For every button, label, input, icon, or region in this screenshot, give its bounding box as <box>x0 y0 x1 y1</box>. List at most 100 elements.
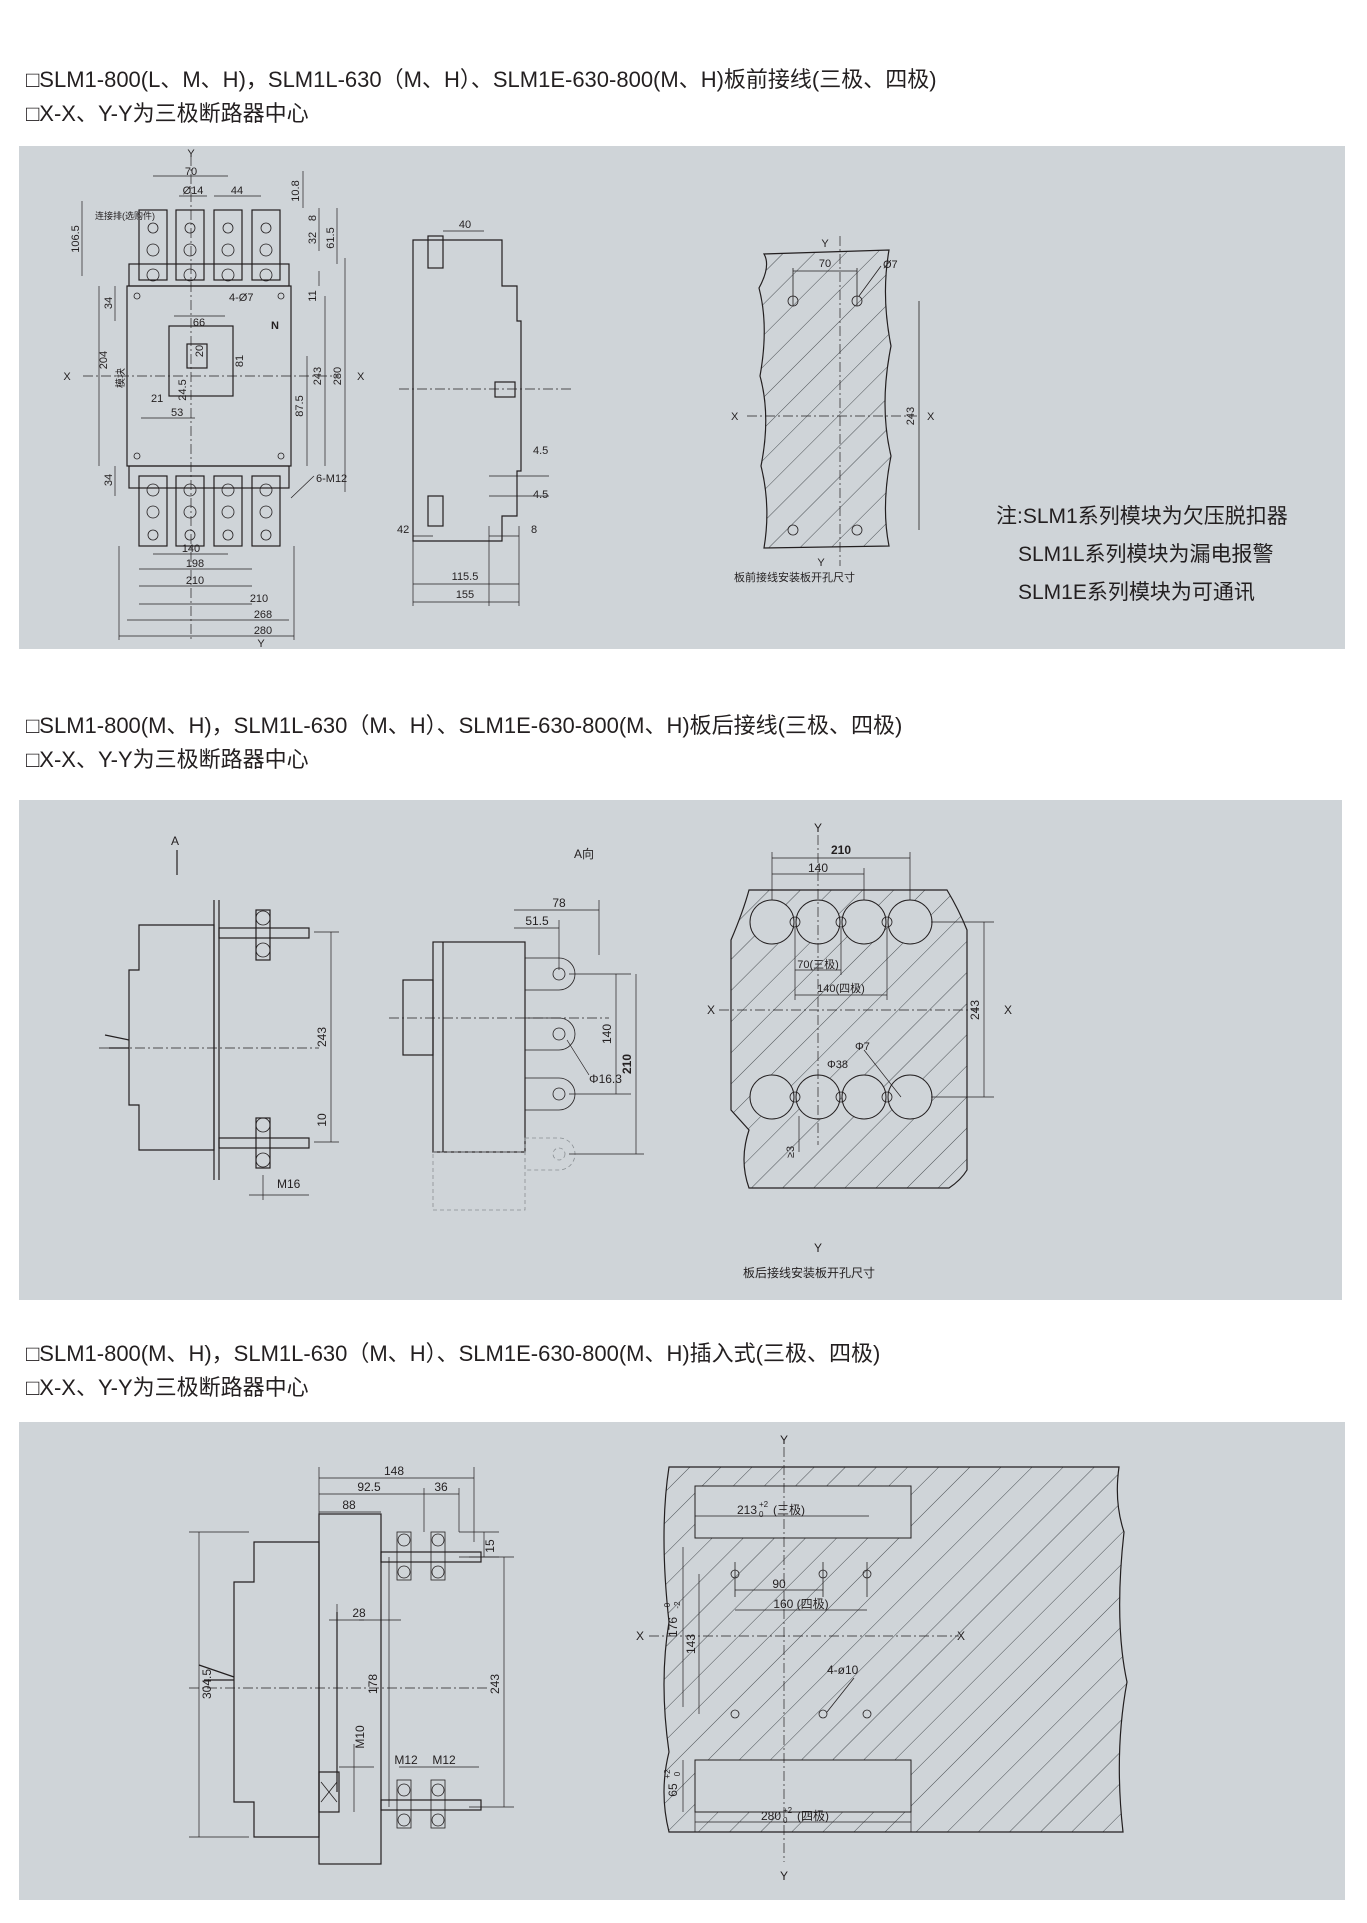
section-2-title: □SLM1-800(M、H)，SLM1L-630（M、H）、SLM1E-630-… <box>26 713 903 738</box>
module-notes: 注:SLM1系列模块为欠压脱扣器 SLM1L系列模块为漏电报警 SLM1E系列模… <box>996 498 1288 612</box>
note-2: SLM1L系列模块为漏电报警 <box>1018 543 1274 566</box>
front-x-left-label: X <box>63 371 71 383</box>
a-dim-210: 210 <box>620 1054 634 1074</box>
front-dim-53: 53 <box>171 407 183 419</box>
front-dim-66: 66 <box>193 317 205 329</box>
side-dim-4-5-b: 4.5 <box>533 489 548 501</box>
panel-dim-243: 243 <box>905 407 917 425</box>
front-dim-8: 8 <box>307 215 319 221</box>
front-dim-87-5: 87.5 <box>294 395 306 416</box>
plugin-dim-65: 65 <box>666 1783 680 1797</box>
plugin-dim-90: 90 <box>772 1577 786 1591</box>
side-dim-155: 155 <box>456 589 474 601</box>
plugin-dim-65-lower-tol: 0 <box>673 1771 682 1776</box>
section-2-drawing-panel: A 243 10 M16 A向 <box>19 800 1342 1300</box>
plugin-side-view: 148 92.5 36 88 15 28 304.5 178 243 M10 M… <box>189 1464 514 1865</box>
section-2-subtitle: □X-X、Y-Y为三极断路器中心 <box>26 747 309 772</box>
section-1-drawing-panel: Y 70 Ø14 44 10.8 106.5 连接排(选购件) 8 32 61.… <box>19 146 1345 649</box>
plugin-dim-213-upper-tol: +2 <box>759 1500 769 1509</box>
plugin-dim-148: 148 <box>384 1464 404 1478</box>
plugin-panel-x-right-label: X <box>957 1629 965 1643</box>
front-dim-10-8: 10.8 <box>290 180 302 201</box>
plugin-dim-280-lower-tol: 0 <box>783 1816 788 1825</box>
front-x-right-label: X <box>357 371 365 383</box>
rear-panel-cutout: Y 210 140 70(三极) 140(四极) X 243 X Φ7 Φ38 … <box>707 821 1012 1280</box>
rear-panel-caption: 板后接线安装板开孔尺寸 <box>743 1265 875 1280</box>
panel-x-left-label: X <box>731 411 739 423</box>
a-dim-78: 78 <box>552 896 566 910</box>
rear-panel-dim-38: Φ38 <box>827 1059 848 1071</box>
section-3-title: □SLM1-800(M、H)，SLM1L-630（M、H）、SLM1E-630-… <box>26 1341 881 1366</box>
plugin-panel-x-left-label: X <box>636 1629 644 1643</box>
front-dim-210-a: 210 <box>186 575 204 587</box>
plugin-dim-176: 176 <box>666 1617 680 1637</box>
plugin-dim-28: 28 <box>352 1606 366 1620</box>
rear-panel-y-label: Y <box>814 821 822 835</box>
rear-panel-dim-140-four: 140(四极) <box>817 981 865 995</box>
plugin-dim-176-lower-tol: -2 <box>673 1601 682 1609</box>
panel-dim-7: Ø7 <box>883 259 898 271</box>
rear-panel-y-bottom-label: Y <box>814 1241 822 1255</box>
front-dim-44: 44 <box>231 185 243 197</box>
plugin-panel-cutout: Y 213 +2 0 (三极) 90 160 (四极) X X 176 0 -2… <box>636 1433 1128 1883</box>
rear-dim-10: 10 <box>315 1113 329 1127</box>
rear-m16-label: M16 <box>277 1177 301 1191</box>
note-1: 注:SLM1系列模块为欠压脱扣器 <box>996 505 1288 528</box>
front-dim-81: 81 <box>234 355 246 367</box>
rear-panel-dim-7: Φ7 <box>855 1041 870 1053</box>
front-dim-32: 32 <box>307 232 319 244</box>
rear-panel-dim-210: 210 <box>831 843 851 857</box>
front-dim-34-bottom: 34 <box>103 474 115 486</box>
front-bar-label: 连接排(选购件) <box>95 210 155 221</box>
plugin-m12-a-label: M12 <box>394 1753 418 1767</box>
front-dim-11: 11 <box>307 290 319 301</box>
plugin-dim-holes: 4-ø10 <box>827 1663 859 1677</box>
front-wiring-drawing: Y 70 Ø14 44 10.8 106.5 连接排(选购件) 8 32 61.… <box>63 148 935 649</box>
front-dim-34-top: 34 <box>103 297 115 309</box>
front-dim-198: 198 <box>186 558 204 570</box>
plugin-dim-280-note: (四极) <box>797 1809 829 1823</box>
front-y-top-label: Y <box>187 148 195 160</box>
panel-y-bottom-label: Y <box>817 557 825 569</box>
plugin-dim-213-group: 213 +2 0 (三极) <box>737 1500 805 1519</box>
front-holes-label: 4-Ø7 <box>229 292 253 304</box>
plugin-dim-280-group: 280 +2 0 (四极) <box>761 1806 829 1825</box>
plugin-dim-65-group: 65 +2 0 <box>663 1769 682 1797</box>
panel-y-label: Y <box>821 238 829 250</box>
section-3-subtitle: □X-X、Y-Y为三极断路器中心 <box>26 1375 309 1400</box>
plugin-dim-36: 36 <box>434 1480 448 1494</box>
plugin-dim-176-upper-tol: 0 <box>663 1602 672 1607</box>
panel-cutout-view: Y 70 Ø7 X 243 X Y 板前接线安装板开孔尺寸 <box>731 236 935 584</box>
rear-wiring-drawing: A 243 10 M16 A向 <box>99 821 1012 1280</box>
rear-side-view: A 243 10 M16 <box>99 834 339 1200</box>
panel-x-right-label: X <box>927 411 935 423</box>
front-dim-70: 70 <box>185 166 197 178</box>
plugin-dim-213-note: (三极) <box>773 1503 805 1517</box>
a-direction-view: A向 78 51.5 140 210 Φ16.3 <box>389 846 644 1211</box>
side-dim-4-5-a: 4.5 <box>533 445 548 457</box>
panel-dim-70: 70 <box>819 258 831 270</box>
front-dim-268: 268 <box>254 609 272 621</box>
side-view: 40 4.5 4.5 42 8 115.5 155 <box>397 219 574 606</box>
plugin-panel-y-bottom-label: Y <box>780 1869 788 1883</box>
front-dim-20: 20 <box>194 345 206 357</box>
front-dim-24-5: 24.5 <box>177 379 189 400</box>
front-dim-204: 204 <box>98 351 110 369</box>
front-dim-61-5: 61.5 <box>325 227 337 248</box>
section-1-subtitle: □X-X、Y-Y为三极断路器中心 <box>26 101 309 126</box>
rear-dim-243: 243 <box>315 1027 329 1047</box>
front-dim-14: Ø14 <box>183 185 204 197</box>
plugin-dim-213: 213 <box>737 1503 757 1517</box>
front-y-bottom-label: Y <box>257 638 265 649</box>
plugin-dim-176-group: 176 0 -2 <box>663 1601 682 1637</box>
plugin-dim-304-5: 304.5 <box>200 1669 214 1699</box>
plugin-dim-178: 178 <box>366 1674 380 1694</box>
note-3: SLM1E系列模块为可通讯 <box>1018 581 1255 604</box>
a-dim-51-5: 51.5 <box>525 914 549 928</box>
front-dim-280-v: 280 <box>332 367 344 385</box>
section-1-title: □SLM1-800(L、M、H)，SLM1L-630（M、H）、SLM1E-63… <box>26 67 937 92</box>
rear-panel-x-left-label: X <box>707 1003 715 1017</box>
plugin-dim-280-upper-tol: +2 <box>783 1806 793 1815</box>
a-dim-140: 140 <box>600 1024 614 1044</box>
side-dim-8: 8 <box>531 524 537 536</box>
